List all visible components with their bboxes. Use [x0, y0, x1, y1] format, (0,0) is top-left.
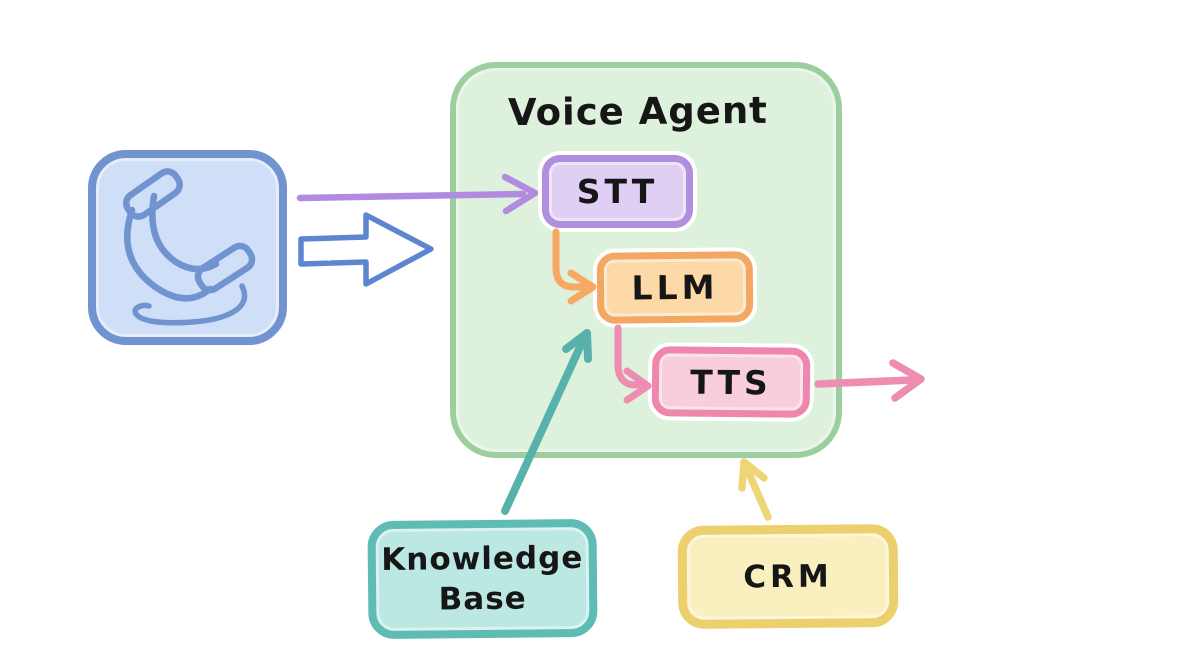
edge-call-audio-block-arrow: [298, 212, 434, 287]
llm-label: LLM: [631, 267, 719, 308]
llm-node: LLM: [596, 251, 754, 324]
edge-crm-to-voice-agent: [738, 458, 772, 521]
stt-label: STT: [576, 172, 659, 211]
tts-node: TTS: [651, 346, 811, 418]
knowledge-base-label: Knowledge Base: [381, 539, 584, 618]
stt-node: STT: [542, 155, 693, 228]
phone-node: [88, 150, 287, 345]
crm-label: CRM: [743, 558, 833, 595]
phone-handset-icon: [123, 168, 256, 326]
knowledge-base-node: Knowledge Base: [367, 518, 598, 640]
tts-label: TTS: [690, 362, 772, 402]
crm-node: CRM: [677, 524, 899, 629]
voice-agent-title: Voice Agent: [507, 88, 769, 135]
